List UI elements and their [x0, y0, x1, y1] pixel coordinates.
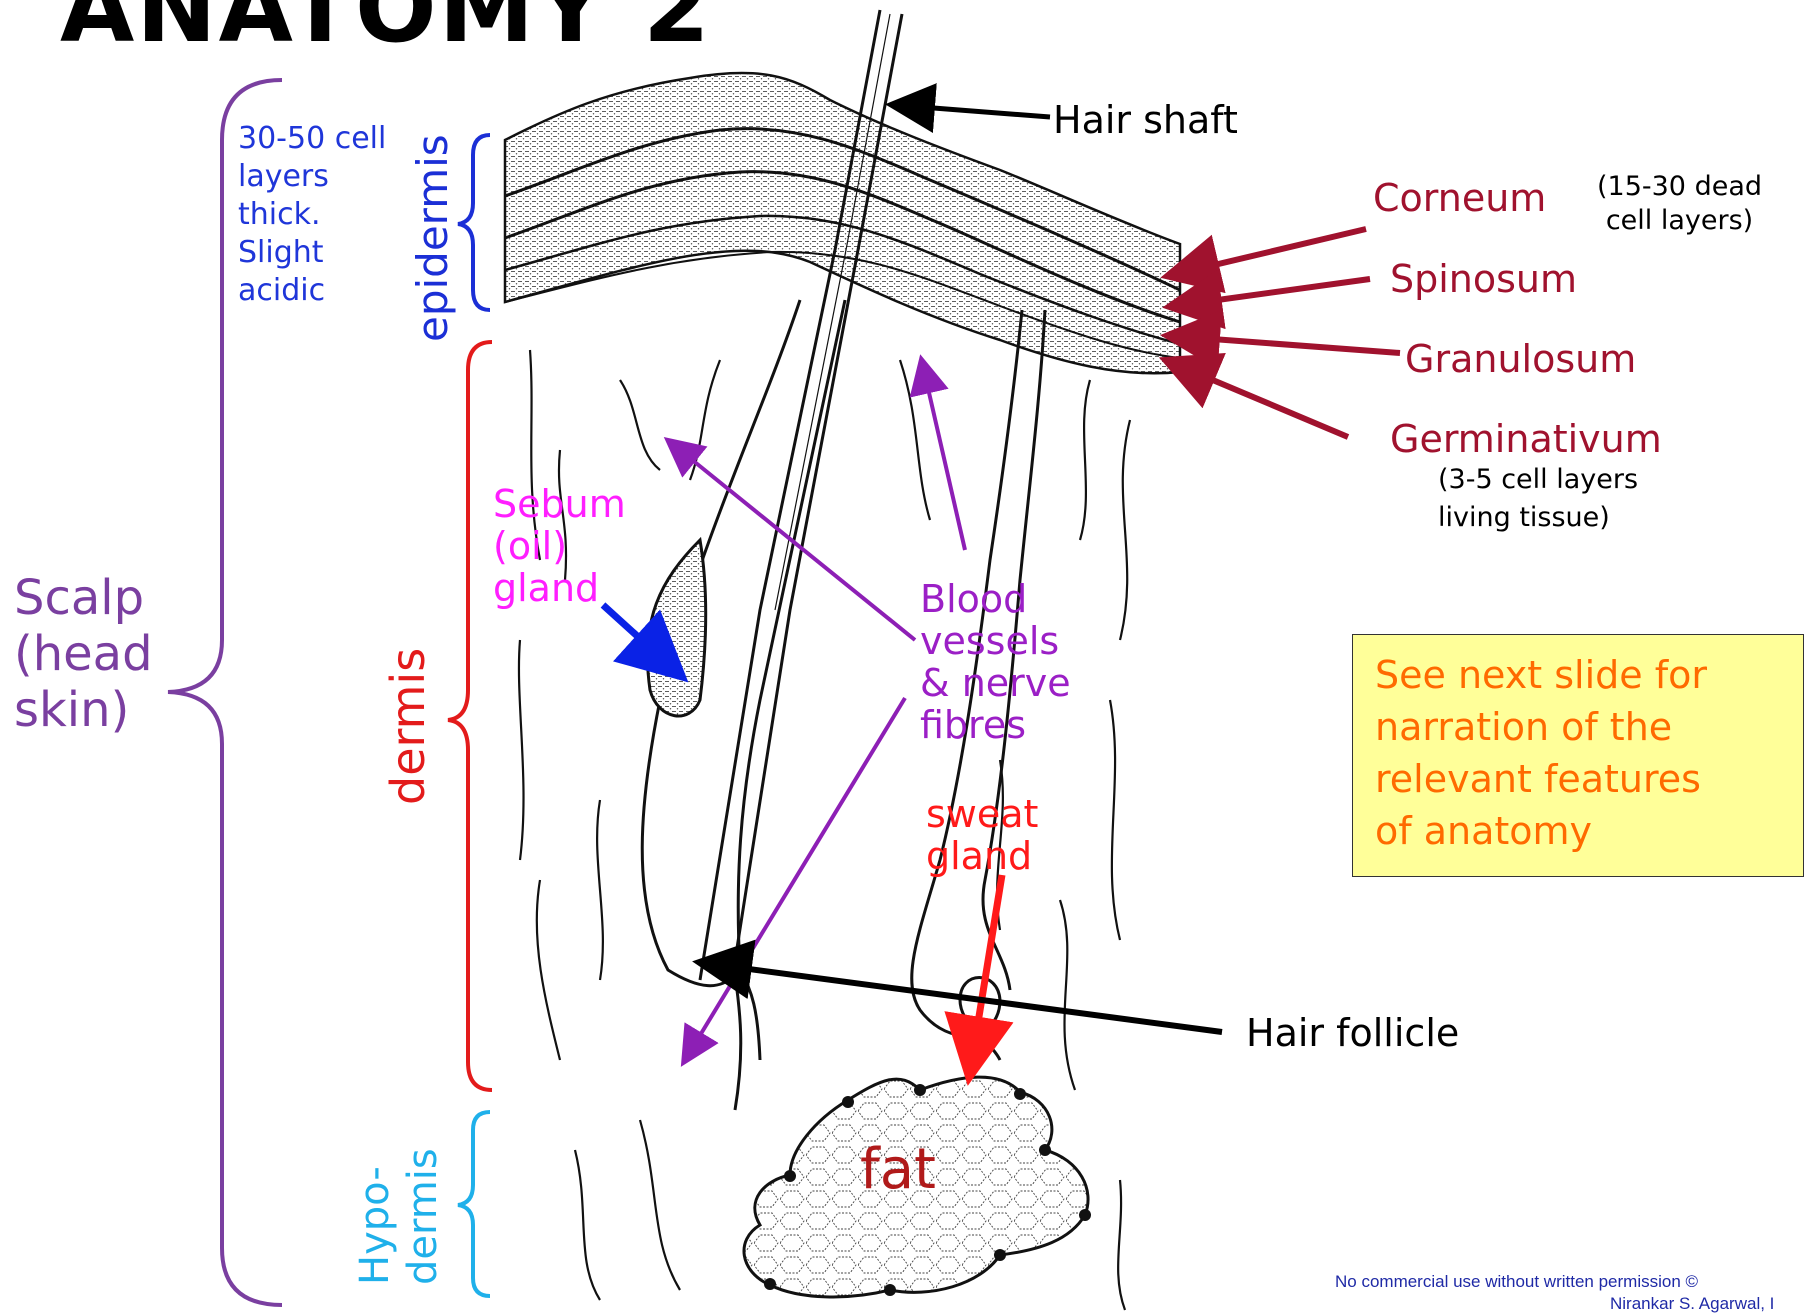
hypodermis-label-line-1: Hypo-	[355, 1166, 395, 1285]
spinosum-arrow	[1174, 279, 1370, 306]
hypodermis-brace	[458, 1112, 490, 1296]
narration-note-box: See next slide for narration of the rele…	[1352, 634, 1804, 877]
hair-shaft-arrow	[895, 105, 1050, 117]
note-line: layers	[238, 158, 386, 196]
author-credit: Nirankar S. Agarwal, I	[1610, 1294, 1774, 1314]
scalp-line: skin)	[14, 682, 153, 738]
label-line: Sebum	[493, 483, 626, 525]
sweat-gland-label: sweat gland	[926, 793, 1038, 877]
note-line: narration of the	[1375, 701, 1791, 753]
blood-vessel-arrow-3	[685, 698, 905, 1060]
label-line: gland	[926, 835, 1038, 877]
label-line: gland	[493, 567, 626, 609]
note-line: Slight	[238, 234, 386, 272]
hair-follicle-label: Hair follicle	[1246, 1012, 1459, 1056]
fat-label: fat	[860, 1138, 936, 1202]
copyright-notice: No commercial use without written permis…	[1335, 1272, 1698, 1292]
label-line: (oil)	[493, 525, 626, 567]
epidermis-brace	[458, 135, 490, 310]
scalp-label: Scalp (head skin)	[14, 570, 153, 738]
hypodermis-label-line-2: dermis	[403, 1148, 443, 1285]
hair-follicle-arrow	[704, 963, 1222, 1032]
note-line: 30-50 cell	[238, 120, 386, 158]
note-line: acidic	[238, 272, 386, 310]
note-line: relevant features	[1375, 753, 1791, 805]
germinativum-label: Germinativum	[1390, 418, 1662, 462]
spinosum-label: Spinosum	[1390, 258, 1577, 302]
granulosum-label: Granulosum	[1405, 338, 1636, 382]
note-line: See next slide for	[1375, 649, 1791, 701]
epidermis-thickness-note: 30-50 cell layers thick. Slight acidic	[238, 120, 386, 310]
corneum-label: Corneum	[1373, 177, 1546, 221]
note-line: living tissue)	[1438, 499, 1638, 537]
corneum-note: (15-30 dead cell layers)	[1597, 170, 1762, 238]
label-line: vessels	[920, 620, 1071, 662]
scalp-line: (head	[14, 626, 153, 682]
label-line: sweat	[926, 793, 1038, 835]
blood-vessel-arrow-2	[922, 362, 965, 550]
scalp-line: Scalp	[14, 570, 153, 626]
sebum-gland-drawing	[647, 540, 705, 716]
label-line: & nerve	[920, 662, 1071, 704]
germinativum-note: (3-5 cell layers living tissue)	[1438, 461, 1638, 537]
germinativum-arrow	[1170, 362, 1348, 437]
note-line: thick.	[238, 196, 386, 234]
note-line: cell layers)	[1597, 204, 1762, 238]
granulosum-arrow	[1172, 336, 1400, 353]
dermis-brace	[448, 342, 492, 1090]
label-line: Blood	[920, 578, 1071, 620]
blood-vessels-label: Blood vessels & nerve fibres	[920, 578, 1071, 746]
note-line: (3-5 cell layers	[1438, 461, 1638, 499]
note-line: (15-30 dead	[1597, 170, 1762, 204]
hair-shaft-label: Hair shaft	[1053, 99, 1238, 143]
epidermis-label: epidermis	[412, 134, 454, 342]
corneum-arrow	[1172, 229, 1366, 275]
note-line: of anatomy	[1375, 805, 1791, 857]
sebum-gland-label: Sebum (oil) gland	[493, 483, 626, 609]
label-line: fibres	[920, 704, 1071, 746]
dermis-label: dermis	[385, 648, 431, 805]
